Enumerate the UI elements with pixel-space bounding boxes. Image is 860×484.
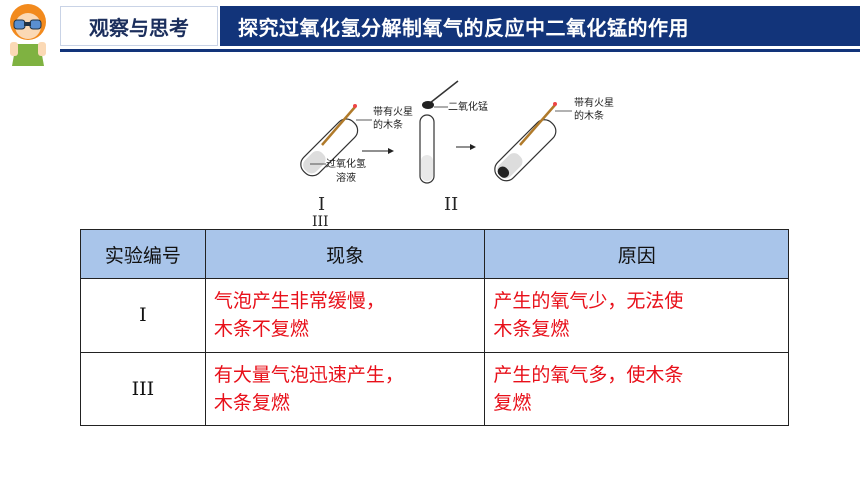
header-rule: [60, 49, 860, 52]
test-tube-2: 二氧化锰: [419, 80, 488, 184]
arrow-1: [362, 148, 394, 154]
label-splint-3b: 的木条: [574, 109, 604, 122]
roman-label-3: III: [312, 214, 329, 230]
results-table: 实验编号 现象 原因 I 气泡产生非常缓慢， 木条不复燃 产生的氧气少，无法使 …: [80, 229, 789, 426]
cell-line: 有大量气泡迅速产生，: [213, 363, 404, 386]
mascot-binoculars-icon: [10, 4, 46, 66]
cell-reason: 产生的氧气少，无法使 木条复燃: [484, 278, 789, 353]
header-exp-id: 实验编号: [80, 229, 206, 279]
cell-line: 木条不复燃: [213, 318, 309, 341]
label-mno2: 二氧化锰: [448, 100, 488, 113]
test-tube-3: 带有火星 的木条: [494, 96, 614, 182]
table-row: I 气泡产生非常缓慢， 木条不复燃 产生的氧气少，无法使 木条复燃: [80, 278, 789, 353]
spatula: [429, 80, 459, 104]
test-tube-1: 带有火星 的木条 过氧化氢 溶液: [300, 104, 413, 184]
header-reason: 原因: [484, 229, 789, 279]
cell-phenomenon: 气泡产生非常缓慢， 木条不复燃: [204, 278, 486, 353]
experiment-diagram: 带有火星 的木条 过氧化氢 溶液 二氧化锰 带有火星 的木条: [300, 80, 614, 184]
cell-line: 产生的氧气多，使木条: [493, 363, 684, 386]
wooden-splint-3: [519, 104, 556, 146]
label-solution: 溶液: [336, 171, 356, 184]
label-splint-3a: 带有火星: [574, 96, 614, 109]
cell-line: 复燃: [493, 391, 532, 414]
cell-exp-id: III: [80, 351, 206, 426]
cell-exp-id: I: [80, 278, 206, 353]
section-tag: 观察与思考: [60, 6, 218, 46]
cell-line: 木条复燃: [493, 318, 570, 341]
page-title: 探究过氧化氢分解制氧气的反应中二氧化锰的作用: [220, 6, 860, 46]
header: 观察与思考 探究过氧化氢分解制氧气的反应中二氧化锰的作用: [0, 0, 860, 66]
roman-label-2: II: [444, 194, 459, 215]
label-splint-1a: 带有火星: [373, 105, 413, 118]
arrow-2: [456, 144, 476, 150]
cell-reason: 产生的氧气多，使木条 复燃: [484, 351, 789, 426]
table-row: III 有大量气泡迅速产生， 木条复燃 产生的氧气多，使木条 复燃: [80, 351, 789, 426]
header-phenomenon: 现象: [204, 229, 486, 279]
table-header-row: 实验编号 现象 原因: [80, 229, 789, 279]
wooden-splint-1: [321, 106, 356, 146]
roman-label-1: I: [318, 194, 326, 215]
cell-line: 产生的氧气少，无法使: [493, 290, 684, 313]
cell-line: 气泡产生非常缓慢，: [213, 290, 385, 313]
cell-phenomenon: 有大量气泡迅速产生， 木条复燃: [204, 351, 486, 426]
cell-line: 木条复燃: [213, 391, 290, 414]
label-h2o2: 过氧化氢: [326, 157, 366, 170]
label-splint-1b: 的木条: [373, 118, 403, 131]
